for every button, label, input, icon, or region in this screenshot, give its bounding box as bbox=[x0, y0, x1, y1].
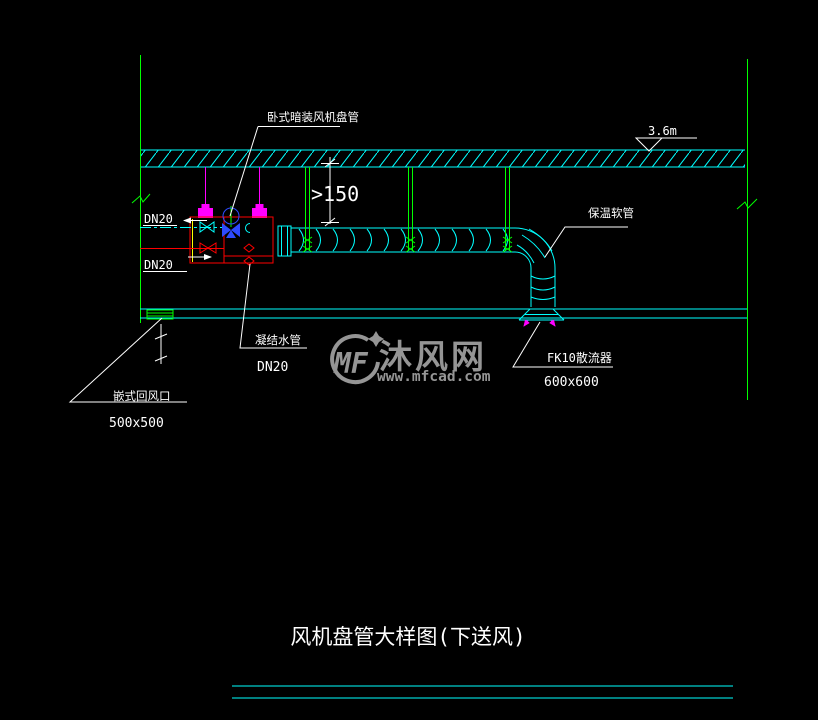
clearance-dim-label: >150 bbox=[311, 182, 359, 206]
title-block-lines bbox=[232, 685, 733, 699]
return-inlet-size-label: 500x500 bbox=[109, 416, 164, 431]
hanger-rod-right bbox=[252, 167, 267, 218]
flexible-duct bbox=[291, 227, 556, 307]
watermark-site-url: www.mfcad.com bbox=[377, 369, 491, 385]
watermark-logo-swoosh bbox=[330, 334, 380, 385]
level-marker: 3.6m bbox=[634, 124, 697, 152]
return-air-grille bbox=[146, 309, 174, 364]
right-wall-line bbox=[736, 59, 758, 400]
duct-hanger-1 bbox=[302, 167, 313, 253]
suspended-ceiling bbox=[140, 308, 747, 319]
watermark-logo-text: MF bbox=[333, 347, 369, 380]
diffuser-callout: FK10散流器 600x600 bbox=[512, 321, 613, 390]
pipe-labels: DN20 DN20 bbox=[143, 212, 187, 272]
three-way-valve bbox=[222, 206, 240, 238]
diffuser-size-label: 600x600 bbox=[544, 375, 599, 390]
watermark-logo-star bbox=[368, 331, 384, 347]
condensate-label: 凝结水管 bbox=[255, 333, 301, 347]
fan-coil-callout: 卧式暗装风机盘管 bbox=[229, 110, 359, 217]
diffuser-label: FK10散流器 bbox=[547, 350, 612, 365]
condensate-dn-label: DN20 bbox=[257, 360, 288, 375]
watermark-site-name: 沐风网 bbox=[379, 337, 487, 376]
return-inlet-label: 嵌式回风口 bbox=[113, 389, 171, 403]
floor-slab bbox=[140, 149, 745, 168]
watermark: MF 沐风网 www.mfcad.com bbox=[330, 331, 491, 385]
flex-duct-label: 保温软管 bbox=[588, 206, 634, 220]
level-mark-label: 3.6m bbox=[648, 124, 677, 138]
chilled-water-pipe bbox=[140, 221, 251, 233]
flex-duct-callout: 保温软管 bbox=[544, 206, 634, 258]
return-dn-label: DN20 bbox=[144, 258, 173, 272]
left-wall-line bbox=[131, 55, 151, 323]
clearance-dimension: >150 bbox=[311, 157, 359, 227]
diffuser bbox=[518, 308, 565, 327]
drawing-title: 风机盘管大样图(下送风) bbox=[290, 625, 525, 649]
condensate-callout: 凝结水管 DN20 bbox=[239, 263, 307, 375]
fan-coil-label: 卧式暗装风机盘管 bbox=[267, 110, 359, 124]
duct-hanger-3 bbox=[502, 167, 513, 253]
hanger-rod-left bbox=[198, 167, 213, 218]
return-air-callout: 嵌式回风口 500x500 bbox=[68, 317, 187, 431]
duct-connector bbox=[277, 225, 292, 257]
duct-hanger-2 bbox=[405, 167, 416, 253]
hot-water-pipe bbox=[140, 242, 224, 254]
supply-dn-label: DN20 bbox=[144, 212, 173, 226]
flow-arrows bbox=[183, 217, 212, 260]
